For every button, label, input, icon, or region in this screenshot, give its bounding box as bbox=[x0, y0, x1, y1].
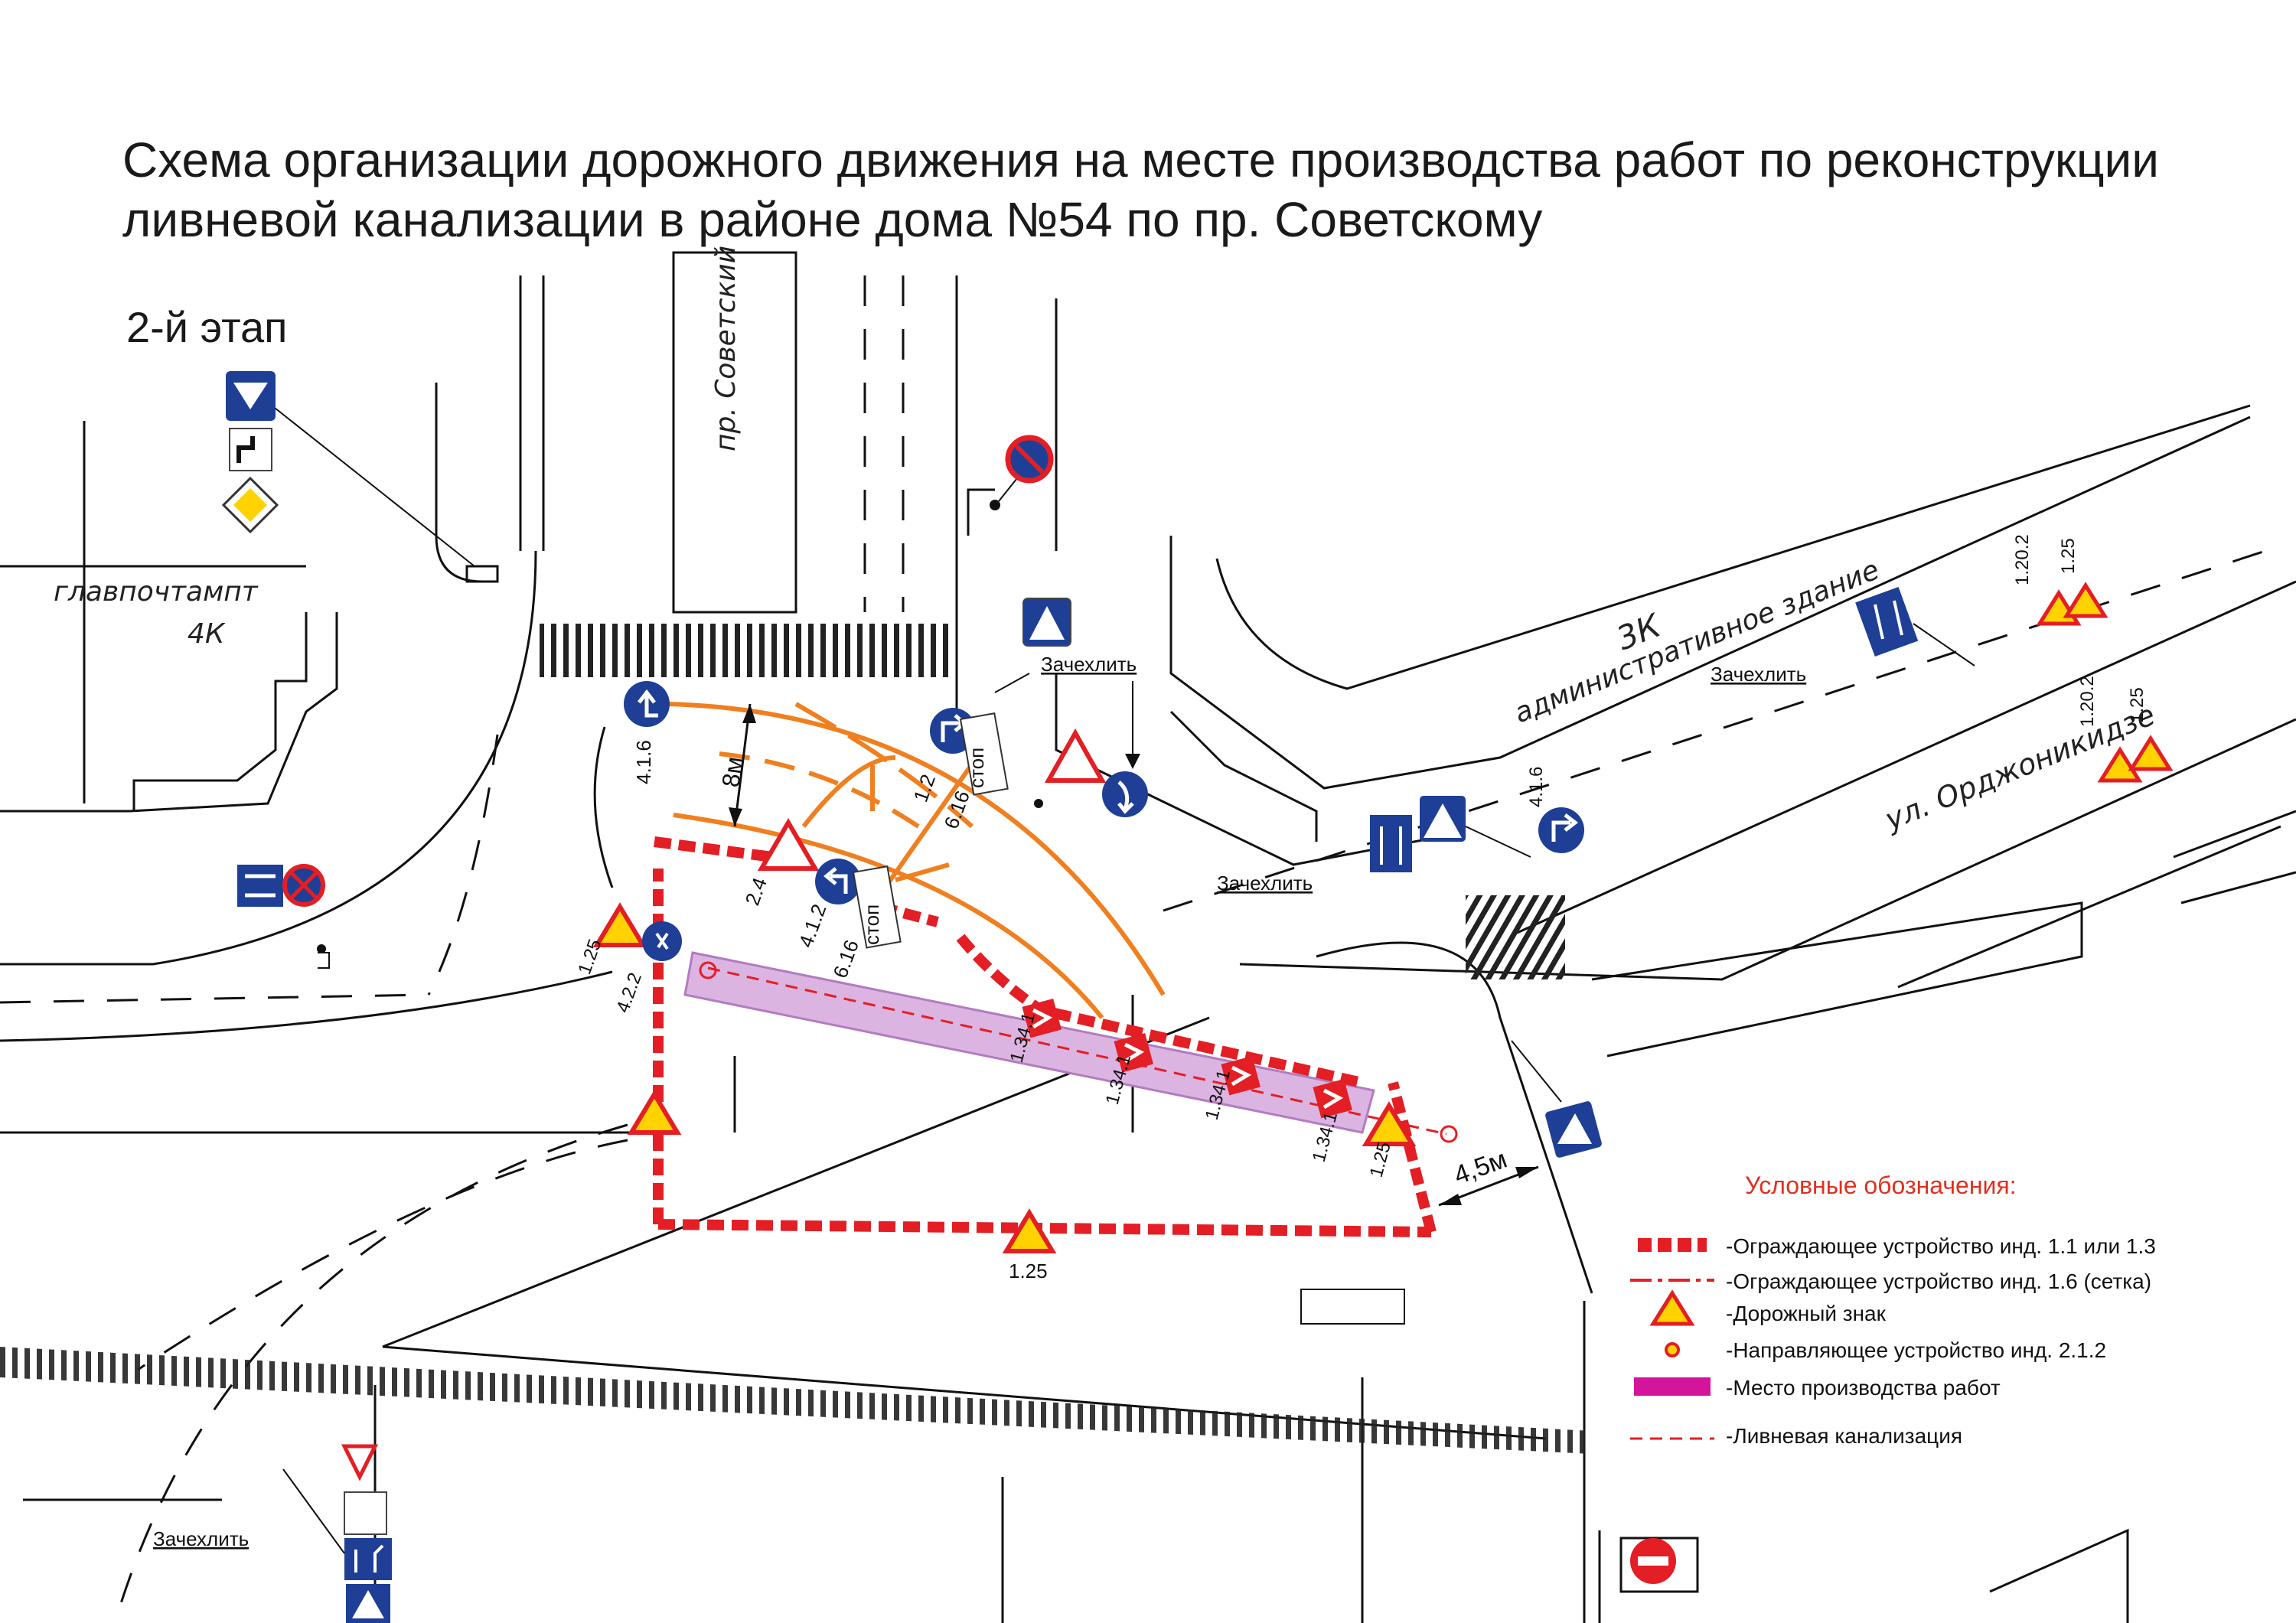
yield-sign-icon bbox=[341, 1444, 379, 1481]
sign-code-422: 4.2.2 bbox=[612, 970, 646, 1015]
buildings bbox=[129, 612, 1318, 842]
title-line-2: ливневой канализации в районе дома №54 п… bbox=[122, 192, 1543, 247]
dimension-8m: 8м bbox=[716, 703, 756, 827]
road-narrows-sign-2-icon bbox=[2097, 746, 2143, 783]
lanes-sign-3-icon bbox=[344, 1538, 392, 1580]
road-works-sign-2-icon bbox=[2063, 582, 2108, 618]
building-label-admin: административное здание bbox=[1510, 554, 1883, 729]
sign-cluster-ordzhonikidze: Зачехлить 4.1.6 bbox=[1217, 767, 1584, 895]
sign-code-12: 1.2 bbox=[908, 771, 940, 805]
sign-416-left: 4.1.6 bbox=[624, 681, 670, 784]
sign-admin-lanes: Зачехлить bbox=[1711, 586, 1975, 686]
road-shape-plate-2-icon bbox=[344, 1491, 387, 1535]
page-title: Схема организации дорожного движения на … bbox=[122, 130, 2235, 249]
road-works-bottom-icon bbox=[1002, 1208, 1057, 1253]
stop-line-plate-2 bbox=[852, 865, 902, 949]
sign-code-125e: 1.25 bbox=[2058, 538, 2079, 574]
dimension-45m-label: 4,5м bbox=[1450, 1145, 1511, 1191]
sign-pedestrian-right bbox=[1511, 1040, 1602, 1158]
pedestrian-crossings bbox=[0, 624, 1592, 1454]
dimension-45m: 4,5м bbox=[1438, 1145, 1539, 1207]
cover-label-2: Зачехлить bbox=[1217, 872, 1313, 895]
turn-left-arrow-sign-2-icon bbox=[815, 859, 861, 904]
sign-pedestrian-top: Зачехлить bbox=[994, 598, 1140, 769]
chevron-sign-4: 1.34.1 bbox=[1309, 1078, 1352, 1165]
sign-code-24: 2.4 bbox=[740, 875, 771, 908]
storm-drain-end-icon bbox=[1440, 1125, 1458, 1143]
sign-code-125f: 1.25 bbox=[2127, 687, 2148, 723]
title-line-1: Схема организации дорожного движения на … bbox=[122, 132, 2159, 187]
sign-pair-right: 1.20.2 1.25 bbox=[2077, 676, 2174, 783]
sign-code-125a: 1.25 bbox=[574, 937, 605, 977]
sign-give-way-curve bbox=[1044, 728, 1148, 817]
give-way-sign-icon bbox=[757, 818, 820, 871]
sign-pair-top-right: 1.20.2 1.25 bbox=[2012, 534, 2108, 626]
road-works-left-icon bbox=[627, 1090, 682, 1135]
sign-125-bottom: 1.25 bbox=[1002, 1208, 1057, 1282]
road-works-sign-icon bbox=[592, 902, 647, 947]
dimension-8m-label: 8м bbox=[716, 755, 748, 789]
turn-right-arrow-sign-2-icon bbox=[1538, 807, 1584, 853]
legend-item-3: -Дорожный знак bbox=[1726, 1302, 1887, 1325]
stop-label-1: стоп bbox=[965, 748, 988, 788]
legend-item-1: -Ограждающее устройство инд. 1.1 или 1.3 bbox=[1726, 1234, 2156, 1258]
legend-item-6: -Ливневая канализация bbox=[1726, 1424, 1962, 1448]
street-label-sovetsky: пр. Советский bbox=[710, 246, 742, 451]
legend-item-2: -Ограждающее устройство инд. 1.6 (сетка) bbox=[1726, 1269, 2151, 1293]
sign-no-entry bbox=[1619, 1537, 1699, 1593]
legend-item-4: -Направляющее устройство инд. 2.1.2 bbox=[1726, 1338, 2106, 1362]
lane-direction-sign-icon bbox=[237, 865, 283, 907]
sign-top-no-stopping bbox=[990, 435, 1054, 510]
sign-code-416a: 4.1.6 bbox=[632, 740, 655, 784]
sign-code-1202b: 1.20.2 bbox=[2077, 676, 2098, 727]
lanes-sign-icon bbox=[1370, 815, 1412, 872]
cover-label-3: Зачехлить bbox=[1711, 663, 1806, 686]
sign-24-412-616: стоп 2.4 4.1.2 6.16 bbox=[740, 818, 902, 981]
road-network bbox=[0, 251, 2296, 1623]
stage-label: 2-й этап bbox=[126, 303, 288, 351]
stop-line-plate-1 bbox=[959, 712, 1009, 796]
legend-swatch-road-sign-icon bbox=[1649, 1289, 1695, 1326]
vehicle-trajectories bbox=[665, 702, 1166, 1019]
storm-drain-start-icon bbox=[699, 961, 717, 979]
sign-left-lane-no-stopping bbox=[237, 864, 330, 969]
sign-stack-bottom-left: Зачехлить bbox=[153, 1444, 392, 1623]
sign-125-422: 1.25 4.2.2 bbox=[574, 902, 682, 1015]
sign-code-125c: 1.25 bbox=[1009, 1260, 1048, 1282]
legend-swatch-work-zone bbox=[1634, 1377, 1711, 1396]
give-way-triangle-sign-icon bbox=[1044, 728, 1107, 783]
stop-label-2: стоп bbox=[860, 904, 883, 945]
legend-item-5: -Место производства работ bbox=[1726, 1376, 2001, 1400]
sign-code-412: 4.1.2 bbox=[794, 901, 830, 950]
building-floors-4k: 4К bbox=[188, 618, 226, 650]
cover-label-1: Зачехлить bbox=[1041, 653, 1137, 676]
sign-code-1202a: 1.20.2 bbox=[2012, 534, 2033, 585]
sign-12-616: стоп 1.2 6.16 bbox=[908, 708, 1043, 832]
sign-code-616b: 6.16 bbox=[828, 937, 863, 981]
sign-125-left-barrier bbox=[627, 1090, 682, 1135]
sign-stack-top-left bbox=[221, 371, 499, 583]
building-label-glavpochtamt: главпочтампт bbox=[54, 576, 259, 608]
lanes-sign-2-icon bbox=[1855, 586, 1919, 657]
road-works-sign-3-icon bbox=[2128, 735, 2174, 771]
legend-swatch-guide-device-icon bbox=[1665, 1342, 1680, 1357]
legend: Условные обозначения: -Ограждающее устро… bbox=[1630, 1172, 2156, 1448]
legend-title: Условные обозначения: bbox=[1745, 1172, 2017, 1199]
road-works-right-icon bbox=[1362, 1101, 1417, 1146]
small-building-outline bbox=[1300, 1289, 1405, 1325]
sign-code-416b: 4.1.6 bbox=[1526, 767, 1547, 807]
cover-label-4: Зачехлить bbox=[153, 1527, 249, 1550]
traffic-light-icon bbox=[317, 944, 326, 953]
